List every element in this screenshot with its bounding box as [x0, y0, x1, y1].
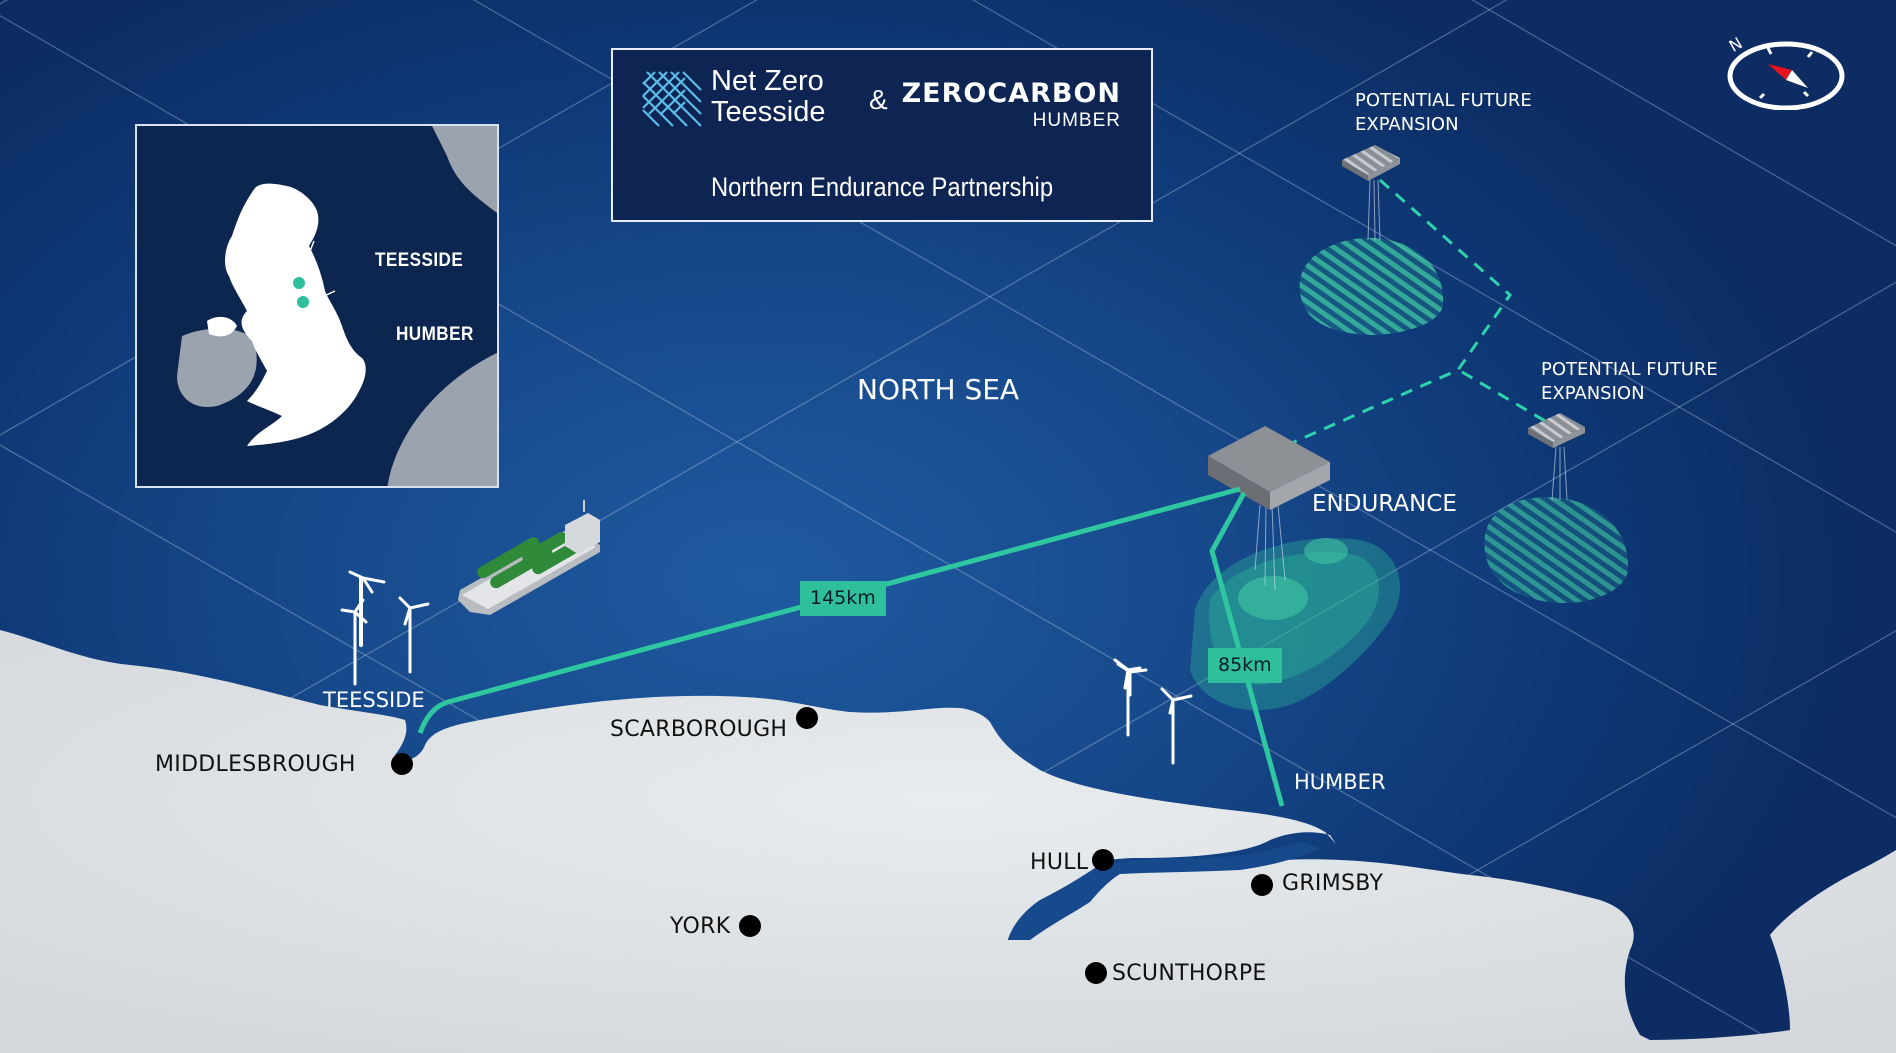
co2-ship [458, 500, 600, 615]
distance-badge-humber: 85km [1208, 648, 1282, 683]
humber-marker [297, 296, 309, 308]
expansion-label-1: POTENTIAL FUTURE EXPANSION [1355, 89, 1532, 137]
uk-outline [177, 126, 497, 486]
endurance-platform [1208, 426, 1330, 510]
great-britain-land [225, 183, 366, 446]
teesside-marker [293, 277, 305, 289]
expansion-platform-1 [1342, 145, 1400, 181]
expansion-label-2: POTENTIAL FUTURE EXPANSION [1541, 358, 1718, 406]
wind-turbines [340, 570, 1193, 765]
city-marker-grimsby [1251, 874, 1273, 896]
zerocarbon-humber-wordmark: ZEROCARBON [901, 78, 1121, 109]
ireland-land [177, 328, 257, 407]
expansion-store-1 [1299, 237, 1444, 335]
ampersand: & [869, 84, 888, 115]
city-marker-york [739, 915, 761, 937]
city-label-york: YORK [670, 914, 731, 939]
expansion-label-1-line2: EXPANSION [1355, 114, 1459, 135]
city-label-scarborough: SCARBOROUGH [610, 717, 788, 742]
expansion-pipelines [1252, 178, 1558, 462]
northern-ireland-land [207, 316, 237, 337]
zerocarbon-humber-sub: HUMBER [1032, 110, 1121, 131]
distance-badge-teesside: 145km [800, 581, 886, 616]
humber-estuary [1008, 842, 1320, 940]
turbine [1116, 662, 1148, 697]
norway-land [432, 126, 497, 213]
logo-left-line1: Net Zero [711, 65, 824, 97]
expansion-store-2 [1484, 497, 1629, 604]
city-label-scunthorpe: SCUNTHORPE [1112, 961, 1267, 986]
compass-icon: N [1726, 33, 1845, 110]
logo-left-line2: Teesside [711, 96, 826, 128]
main-pipelines [417, 486, 1285, 807]
endurance-store [1190, 538, 1400, 711]
turbine [398, 596, 430, 674]
land-mass [0, 630, 1896, 1053]
continent-land [387, 353, 497, 486]
teesside-label: TEESSIDE [323, 688, 425, 712]
expansion-label-2-line1: POTENTIAL FUTURE [1541, 359, 1718, 380]
expansion-platform-2 [1528, 413, 1585, 448]
net-zero-teesside-wordmark: Net Zero Teesside [711, 66, 825, 128]
city-label-hull: HULL [1030, 850, 1089, 875]
inset-label-teesside: TEESSIDE [375, 250, 464, 271]
net-zero-teesside-logo-icon [642, 71, 702, 127]
partnership-title: Northern Endurance Partnership [710, 172, 1054, 202]
city-marker-scunthorpe [1085, 962, 1107, 984]
city-marker-scarborough [796, 707, 818, 729]
compass-north-label: N [1726, 33, 1746, 55]
humber-label: HUMBER [1294, 770, 1386, 794]
city-marker-middlesbrough [391, 753, 413, 775]
endurance-label: ENDURANCE [1312, 491, 1457, 517]
turbine [1160, 687, 1193, 765]
city-label-middlesbrough: MIDDLESBROUGH [155, 752, 356, 777]
turbine [340, 598, 368, 686]
title-box: Net Zero Teesside & ZEROCARBON HUMBER No… [611, 48, 1153, 222]
city-marker-hull [1092, 849, 1114, 871]
north-sea-label: NORTH SEA [857, 373, 1020, 406]
expansion-label-2-line2: EXPANSION [1541, 383, 1645, 404]
inset-label-humber: HUMBER [396, 324, 474, 345]
expansion-label-1-line1: POTENTIAL FUTURE [1355, 90, 1532, 111]
inset-map: TEESSIDE HUMBER [135, 124, 499, 488]
city-label-grimsby: GRIMSBY [1282, 871, 1384, 896]
